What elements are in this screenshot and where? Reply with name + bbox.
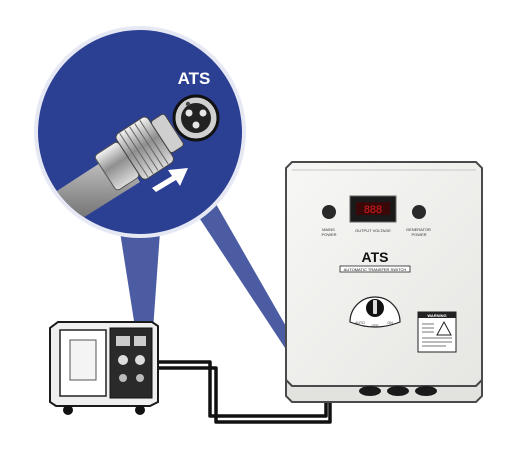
mains-indicator-icon (322, 205, 336, 219)
panel-brand-label: ATS (362, 249, 389, 265)
display-digits: 888 (364, 204, 382, 216)
display-caption: OUTPUT VOLTAGE (355, 228, 391, 233)
plug-connector-icon (94, 113, 184, 191)
socket-icon (172, 94, 220, 142)
transfer-switch-icon: MAINS POWER GENERATOR POWER 888 OUTPUT V… (285, 161, 483, 403)
voltage-display: 888 OUTPUT VOLTAGE (349, 195, 397, 233)
selector-switch[interactable]: AUTO OFF ON (349, 296, 401, 328)
selector-label-auto: AUTO (355, 321, 365, 325)
selector-label-on: ON (387, 321, 393, 325)
mains-power-label: MAINS POWER (321, 227, 336, 237)
generator-power-label: GENERATOR POWER (406, 227, 432, 237)
connector-callout: ATS (34, 26, 246, 238)
callout-label: ATS (178, 69, 211, 88)
warning-title: WARNING (427, 313, 446, 318)
warning-sticker-icon: WARNING (417, 311, 457, 353)
generator-icon (49, 321, 159, 415)
panel-subtitle: AUTOMATIC TRANSFER SWITCH (344, 267, 407, 272)
selector-label-off: OFF (372, 324, 379, 328)
insert-arrow-icon (152, 168, 188, 192)
generator-indicator-icon (412, 205, 426, 219)
cable-glands (359, 386, 437, 396)
